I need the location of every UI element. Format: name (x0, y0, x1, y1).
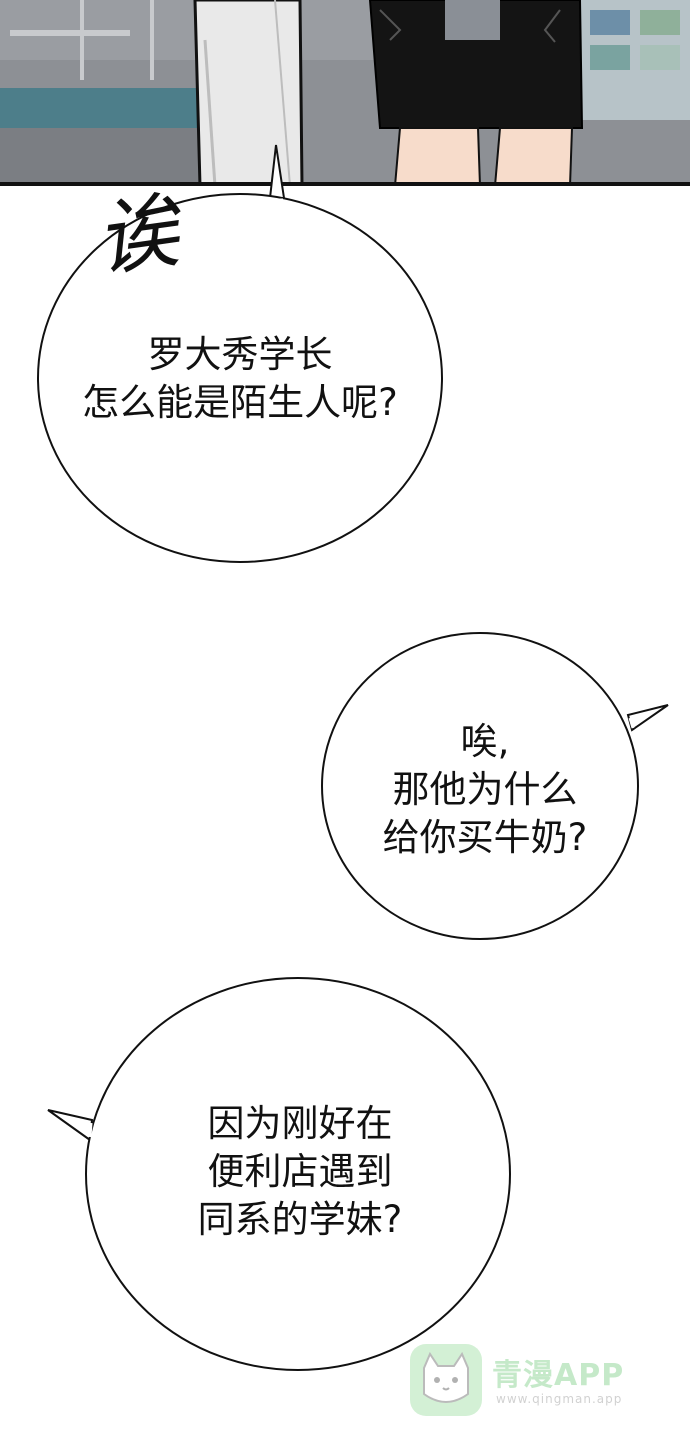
bubble-text-2: 唉, 那他为什么 给你买牛奶? (350, 718, 620, 862)
bubble-2-line-1: 唉, (460, 720, 510, 763)
bubble-2-line-2: 那他为什么 (392, 768, 578, 811)
bubble-text-1: 罗大秀学长 怎么能是陌生人呢? (60, 331, 420, 427)
bubble-3-line-1: 因为刚好在 (207, 1102, 393, 1145)
watermark-title: 青漫APP (492, 1358, 625, 1393)
cat-logo-icon (410, 1344, 482, 1416)
watermark: 青漫APP www.qingman.app (410, 1344, 680, 1424)
scene-illustration (0, 0, 690, 182)
watermark-url: www.qingman.app (496, 1392, 623, 1406)
sound-effect-text: 诶 (89, 183, 185, 290)
bubble-2-line-3: 给你买牛奶? (382, 816, 588, 859)
bubble-1-line-2: 怎么能是陌生人呢? (82, 381, 398, 424)
bubble-1-line-1: 罗大秀学长 (147, 333, 333, 376)
top-comic-panel (0, 0, 690, 186)
bubble-3-line-2: 便利店遇到 (207, 1150, 393, 1193)
bubble-3-line-3: 同系的学妹? (197, 1198, 403, 1241)
bubble-text-3: 因为刚好在 便利店遇到 同系的学妹? (160, 1100, 440, 1244)
